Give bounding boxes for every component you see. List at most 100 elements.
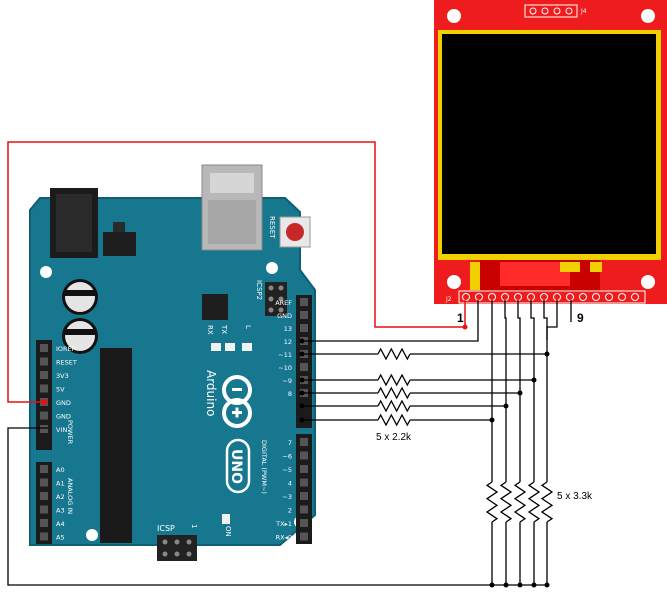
power-pin-label: VIN bbox=[56, 426, 67, 434]
digital-pin-label: ~10 bbox=[278, 364, 292, 372]
on-led bbox=[222, 514, 230, 524]
digital-pin bbox=[300, 324, 308, 332]
svg-text:UNO: UNO bbox=[228, 449, 244, 484]
digital-pin bbox=[300, 451, 308, 460]
analog-pin bbox=[40, 465, 48, 473]
tx-label: TX bbox=[220, 324, 228, 334]
power-pin bbox=[40, 371, 48, 379]
flex-ribbon bbox=[470, 260, 602, 292]
analog-pin-label: A4 bbox=[56, 520, 65, 528]
icsp-label: ICSP bbox=[157, 524, 175, 533]
icsp-pin1-label: 1 bbox=[190, 524, 198, 528]
digital-pin-label: ~6 bbox=[282, 453, 292, 461]
digital-pin-label: 4 bbox=[288, 480, 292, 488]
digital-pin-label: 2 bbox=[288, 507, 292, 515]
lcd-header-pin bbox=[631, 293, 639, 301]
pulldown-resistor-label: 5 x 3.3k bbox=[557, 491, 593, 502]
digital-pin-label: 7 bbox=[288, 439, 292, 447]
mounting-hole bbox=[447, 275, 461, 289]
analog-pin bbox=[40, 519, 48, 527]
digital-pin-label: 12 bbox=[284, 338, 292, 346]
mounting-hole bbox=[86, 529, 98, 541]
lcd-header-pin bbox=[618, 293, 626, 301]
series-resistor bbox=[377, 399, 411, 413]
junction-dot bbox=[531, 582, 537, 588]
lcd-header-pin bbox=[605, 293, 613, 301]
usb-chip bbox=[202, 294, 228, 320]
dc-power-jack bbox=[50, 188, 98, 258]
mounting-hole bbox=[266, 262, 278, 274]
series-resistor-label: 5 x 2.2k bbox=[376, 432, 412, 443]
junction-dot bbox=[517, 582, 523, 588]
power-pin-label: GND bbox=[56, 413, 71, 421]
power-pin bbox=[40, 344, 48, 352]
j2-label: J2 bbox=[445, 296, 452, 303]
digital-pin-label: ~3 bbox=[282, 493, 292, 501]
analog-header bbox=[36, 462, 52, 544]
digital-pin-label: ~9 bbox=[282, 377, 292, 385]
analog-pin bbox=[40, 532, 48, 541]
digital-pin bbox=[300, 311, 308, 319]
pin-marker bbox=[299, 417, 305, 423]
pulldown-resistor bbox=[527, 481, 541, 523]
digital-pin bbox=[300, 519, 308, 527]
power-pin-label: GND bbox=[56, 399, 71, 407]
series-resistor bbox=[377, 347, 411, 361]
j4-label: J4 bbox=[580, 8, 587, 15]
digital-pin bbox=[300, 363, 308, 371]
series-resistor bbox=[377, 413, 411, 427]
digital-pin-label: 8 bbox=[288, 390, 292, 398]
pin-marker bbox=[299, 377, 305, 383]
lcd-screen bbox=[442, 34, 656, 254]
power-label: POWER bbox=[66, 420, 74, 445]
reset-button bbox=[279, 216, 311, 248]
digital-label: DIGITAL (PWM~) bbox=[260, 440, 268, 494]
header-j2 bbox=[458, 290, 646, 304]
analog-pin-label: A2 bbox=[56, 493, 65, 501]
l-led bbox=[242, 343, 252, 351]
junction-dot bbox=[462, 324, 468, 330]
analog-pin bbox=[40, 505, 48, 514]
uno-badge: UNO bbox=[225, 438, 251, 494]
l-label: L bbox=[244, 325, 252, 329]
tft-display-module: J4 J2 bbox=[434, 0, 667, 304]
power-pin-label: RESET bbox=[56, 359, 77, 367]
pin-marker bbox=[299, 403, 305, 409]
power-pin bbox=[40, 357, 48, 366]
capacitor bbox=[62, 279, 98, 315]
digital-pin bbox=[300, 532, 308, 541]
mounting-hole bbox=[641, 9, 655, 23]
analog-pin-label: A5 bbox=[56, 534, 65, 542]
series-resistor bbox=[377, 373, 411, 387]
lcd-header-pin bbox=[462, 293, 470, 301]
power-pin bbox=[40, 384, 48, 393]
bus-line bbox=[504, 300, 507, 482]
pin-marker bbox=[299, 338, 305, 344]
pin-5v-marker bbox=[41, 399, 47, 405]
digital-pin-label: ~11 bbox=[278, 351, 292, 359]
digital-pin bbox=[300, 505, 308, 514]
arduino-brand-text: Arduino bbox=[204, 370, 218, 416]
power-pin-label: 3V3 bbox=[56, 372, 69, 380]
power-pin-label: 5V bbox=[56, 386, 65, 394]
lcd-header-pin bbox=[566, 293, 574, 301]
analog-pin-label: A3 bbox=[56, 507, 65, 515]
analog-pin-label: A1 bbox=[56, 480, 65, 488]
rx-label: RX bbox=[206, 325, 214, 335]
pulldown-resistor bbox=[485, 481, 499, 523]
icsp-header bbox=[157, 535, 197, 561]
mounting-hole bbox=[40, 266, 52, 278]
power-pin bbox=[40, 411, 48, 420]
wire-gnd-black bbox=[7, 300, 572, 586]
power-header bbox=[36, 340, 52, 450]
tx-led bbox=[225, 343, 235, 351]
icsp2-label: ICSP2 bbox=[255, 280, 263, 300]
junction-dot bbox=[544, 582, 550, 588]
usb-connector bbox=[201, 164, 263, 251]
pulldown-resistor bbox=[499, 481, 513, 523]
icsp2-header bbox=[265, 282, 287, 316]
digital-header-bottom bbox=[296, 434, 312, 544]
bus-line bbox=[517, 300, 521, 482]
digital-pin-label: GND bbox=[277, 312, 292, 320]
